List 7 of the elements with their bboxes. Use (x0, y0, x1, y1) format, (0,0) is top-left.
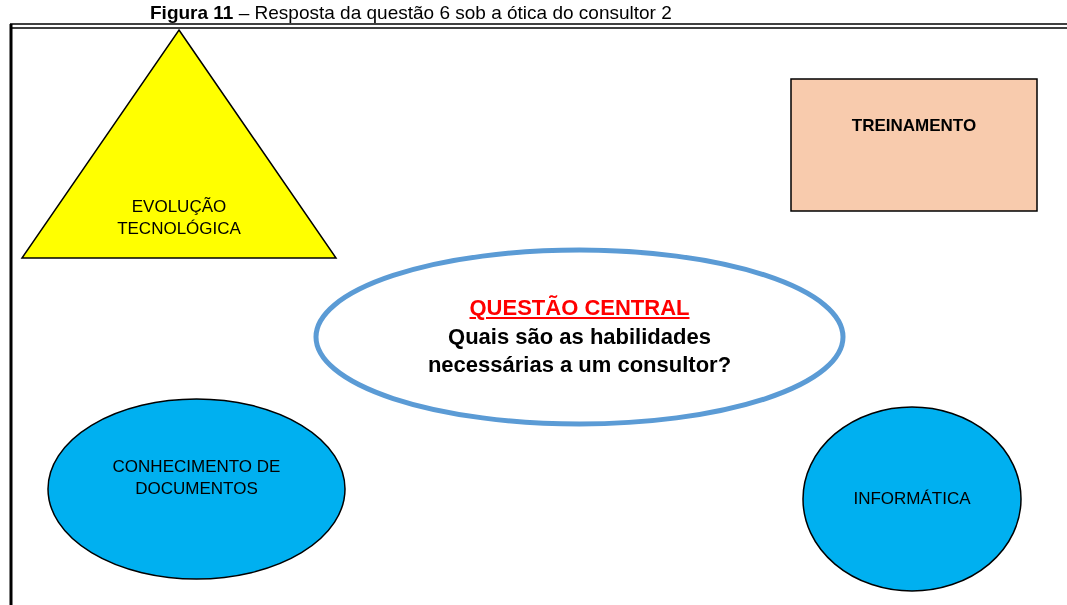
heading: QUESTÃO CENTRAL (469, 294, 690, 323)
node-label: INFORMÁTICA (853, 487, 971, 510)
node-label: CONHECIMENTO DE DOCUMENTOS (111, 456, 282, 501)
node-label: TREINAMENTO (851, 115, 977, 137)
node-label: EVOLUÇÃO TECNOLÓGICA (116, 195, 242, 240)
figure-title: Figura 11 – Resposta da questão 6 sob a ótica do consultor 2 (150, 2, 672, 24)
question-text: Quais são as habilidades necessárias a um consultor? (426, 322, 733, 380)
